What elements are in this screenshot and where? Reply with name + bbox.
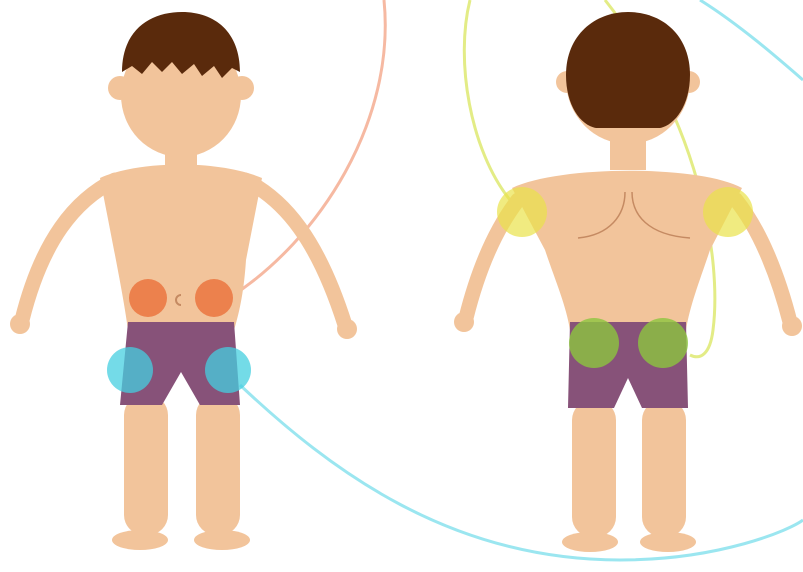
back-torso: [512, 171, 742, 330]
arm-connector-line: [464, 0, 510, 200]
front-ear-right: [230, 76, 254, 100]
front-ear-left: [108, 76, 132, 100]
thigh-left-spot: [107, 347, 153, 393]
top-right-cyan-line: [700, 0, 803, 80]
back-legs: [562, 400, 696, 552]
upper-arm-right-spot: [703, 187, 753, 237]
front-figure: [10, 12, 357, 550]
back-figure: [454, 12, 802, 552]
abdomen-left-spot: [129, 279, 167, 317]
abdomen-right-spot: [195, 279, 233, 317]
front-hair: [122, 12, 240, 78]
back-hair: [566, 12, 690, 128]
upper-arm-left-spot: [497, 187, 547, 237]
connector-lines: [229, 0, 803, 560]
buttock-left-spot: [569, 318, 619, 368]
front-legs: [112, 395, 250, 550]
buttock-right-spot: [638, 318, 688, 368]
thigh-right-spot: [205, 347, 251, 393]
thigh-connector-line: [240, 385, 803, 560]
